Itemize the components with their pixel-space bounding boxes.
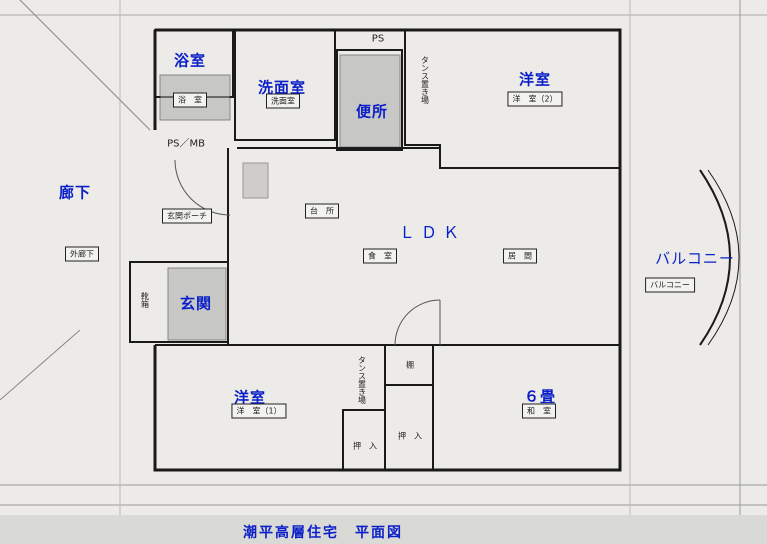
bath-tag: 浴 室 <box>173 92 207 108</box>
wardrobe-space-top-tag: タンス置き場 <box>420 56 430 104</box>
kitchen-tag: 台 所 <box>305 203 339 219</box>
western-room-2-label: 洋室 <box>518 70 552 89</box>
outer-corridor-tag: 外廊下 <box>65 246 99 262</box>
closet-b-tag: 押 入 <box>398 431 422 441</box>
ps-tag: PS <box>371 33 385 45</box>
japanese-room-tag: 和 室 <box>522 403 556 419</box>
washroom-label: 洗面室 <box>257 78 307 97</box>
entrance-label: 玄関 <box>179 294 213 313</box>
shoe-box-tag: 靴箱 <box>140 292 150 308</box>
western-room-2-tag: 洋 室（2） <box>507 91 563 107</box>
toilet-label: 便所 <box>355 102 389 121</box>
dining-tag: 食 室 <box>363 248 397 264</box>
floor-plan: 浴室 洗面室 便所 洋室 廊下 ＬＤＫ バルコニー 玄関 洋室 ６畳 浴 室 洗… <box>0 0 767 515</box>
corridor-label: 廊下 <box>58 183 92 202</box>
bath-label: 浴室 <box>173 51 207 70</box>
washroom-tag: 洗面室 <box>266 93 300 109</box>
plan-title: 潮平高層住宅 平面図 <box>243 525 403 541</box>
ldk-label: ＬＤＫ <box>398 223 466 242</box>
living-tag: 居 間 <box>503 248 537 264</box>
shelf-tag: 棚 <box>406 360 414 370</box>
wardrobe-space-bottom-tag: タンス置き場 <box>357 356 367 404</box>
porch-tag: 玄関ポーチ <box>162 208 212 224</box>
western-room-1-label: 洋室 <box>233 388 267 407</box>
ps-mb-tag: PS／MB <box>167 138 205 150</box>
closet-a-tag: 押 入 <box>353 441 377 451</box>
balcony-tag: バルコニー <box>645 277 695 293</box>
tatami-label: ６畳 <box>523 387 557 406</box>
western-room-1-tag: 洋 室（1） <box>231 403 287 419</box>
balcony-label: バルコニー <box>655 249 735 268</box>
